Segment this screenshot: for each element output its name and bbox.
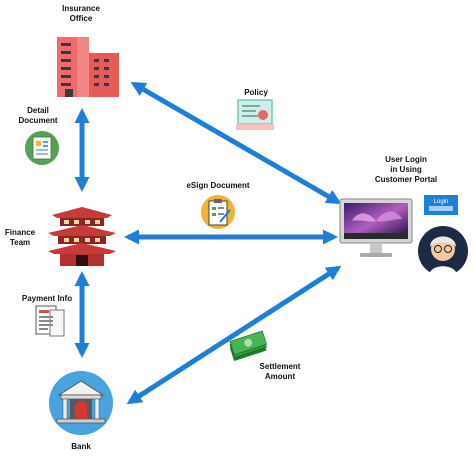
- pagoda-building-icon: [48, 207, 116, 266]
- document-chart-icon: [25, 131, 59, 165]
- receipt-icon: [35, 305, 65, 337]
- payment-info-label: Payment Info: [21, 294, 73, 303]
- arrow-insurance-portal: [130, 81, 342, 205]
- detail-document-label: Detail Document: [18, 106, 58, 125]
- arrow-bank-portal: [126, 265, 342, 405]
- esign-document-label: eSign Document: [186, 181, 250, 190]
- cash-stack-icon: [229, 330, 267, 362]
- login-badge: Login: [424, 195, 458, 215]
- customer-portal-label: User Login in Using Customer Portal: [374, 155, 438, 184]
- edge-arrows: [74, 81, 342, 405]
- bank-icon: [49, 371, 113, 435]
- bank-label: Bank: [71, 442, 91, 451]
- insurance-office-label: Insurance Office: [62, 4, 100, 23]
- policy-label: Policy: [244, 88, 268, 97]
- office-building-icon: [57, 37, 119, 97]
- settlement-amount-label: Settlement Amount: [259, 362, 301, 381]
- computer-monitor-icon: [339, 198, 413, 257]
- user-avatar-icon: [418, 226, 468, 276]
- certificate-icon: [236, 99, 274, 130]
- clipboard-sign-icon: [201, 195, 235, 229]
- login-badge-text: Login: [434, 199, 449, 205]
- finance-team-label: Finance Team: [4, 228, 36, 247]
